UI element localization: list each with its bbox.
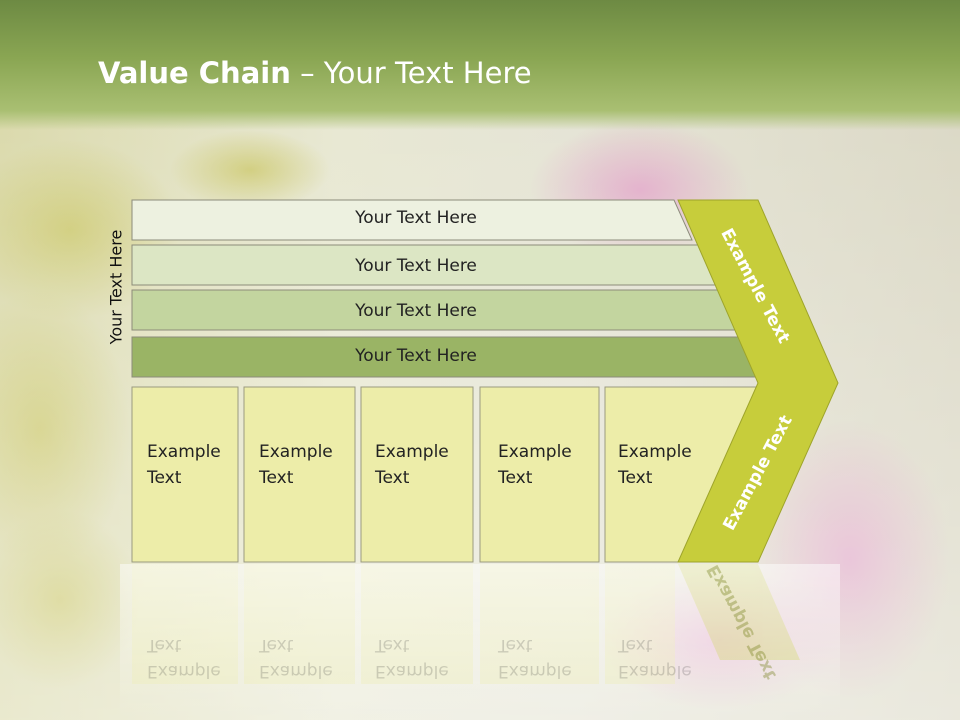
chevron-arrow xyxy=(677,199,839,563)
cell-4 xyxy=(479,386,600,563)
bar-1-label: Your Text Here xyxy=(355,208,477,228)
side-label: Your Text Here xyxy=(106,229,126,345)
slide-title: Value Chain – Your Text Here xyxy=(98,56,532,90)
bar-4-label: Your Text Here xyxy=(355,346,477,366)
bar-1 xyxy=(131,199,693,241)
slide-header xyxy=(0,0,960,130)
cell-1 xyxy=(131,386,239,563)
cell-2 xyxy=(243,386,356,563)
title-rest: – Your Text Here xyxy=(290,56,532,90)
title-bold: Value Chain xyxy=(98,56,291,90)
bar-3-label: Your Text Here xyxy=(355,301,477,321)
bar-2-label: Your Text Here xyxy=(355,256,477,276)
cell-3 xyxy=(360,386,474,563)
